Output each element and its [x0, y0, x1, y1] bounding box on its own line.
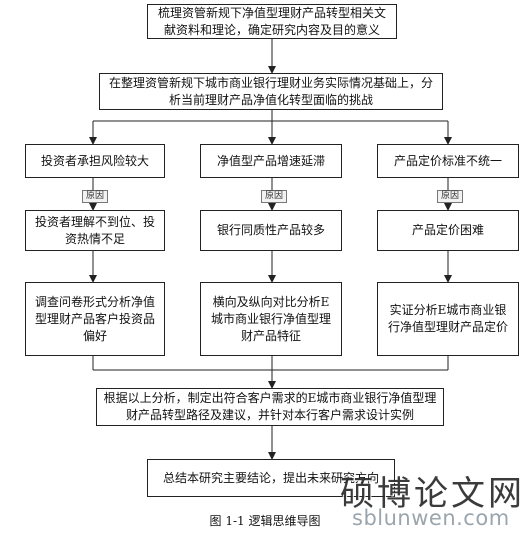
- reason-homogeneous-products: 银行同质性产品较多: [200, 210, 342, 251]
- reason-investor-understanding: 投资者理解不到位、投资热情不足: [25, 210, 165, 251]
- reason-pricing-difficulty: 产品定价困难: [377, 210, 519, 251]
- watermark-chinese: 硕博论文网: [340, 474, 525, 514]
- challenge-pricing-standard: 产品定价标准不统一: [377, 144, 519, 178]
- method-empirical-pricing: 实证分析E城市商业银行净值型理财产品定价: [377, 282, 519, 356]
- method-comparative-analysis: 横向及纵向对比分析E城市商业银行净值型理财产品特征: [200, 282, 342, 356]
- step-conclusion: 总结本研究主要结论，提出未来研究方向: [147, 459, 395, 497]
- step-challenge-analysis: 在整理资管新规下城市商业银行理财业务实际情况基础上，分析当前理财产品净值化转型面…: [99, 73, 443, 110]
- watermark-url: sblunwen.com: [352, 506, 510, 530]
- step-literature-review: 梳理资管新规下净值型理财产品转型相关文献资料和理论，确定研究内容及目的意义: [147, 4, 397, 39]
- challenge-investor-risk: 投资者承担风险较大: [25, 144, 165, 178]
- figure-caption: 图 1-1 逻辑思维导图: [209, 514, 321, 528]
- step-transformation-path: 根据以上分析，制定出符合客户需求的E城市商业银行净值型理财产品转型路径及建议，并…: [96, 388, 444, 426]
- method-questionnaire: 调查问卷形式分析净值型理财产品客户投资品偏好: [25, 282, 165, 356]
- reason-tag-3: 原因: [437, 190, 464, 203]
- reason-tag-1: 原因: [82, 190, 109, 203]
- reason-tag-2: 原因: [261, 190, 288, 203]
- challenge-product-growth: 净值型产品增速延滞: [200, 144, 342, 178]
